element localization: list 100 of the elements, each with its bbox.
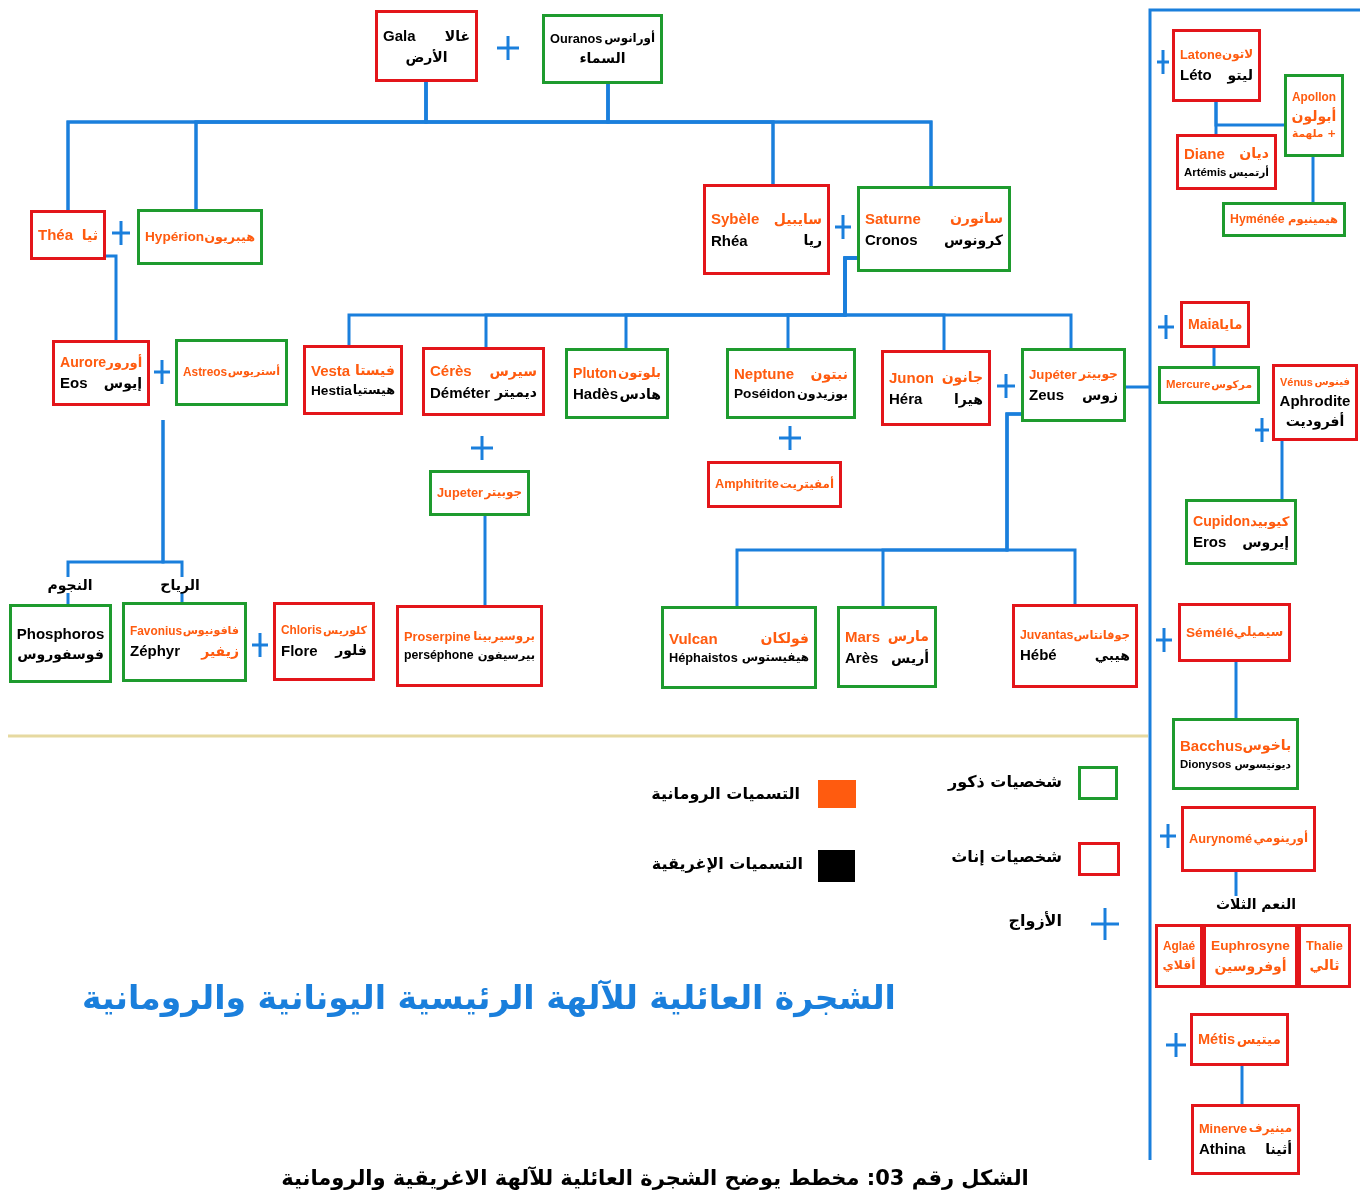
- latin-name: Neptune: [734, 365, 794, 383]
- deity-box: [1178, 603, 1291, 662]
- connector-line: [1311, 157, 1315, 202]
- deity-box: [1272, 364, 1358, 441]
- latin-name: Vulcan: [669, 629, 718, 647]
- latin-name: Maia: [1188, 316, 1220, 333]
- latin-name: Bacchus: [1180, 736, 1243, 755]
- latin-name: Amphitrite: [715, 477, 779, 492]
- arabic-name: كرونوس: [944, 231, 1003, 248]
- arabic-name: ساتورن: [949, 210, 1003, 227]
- arabic-name: جوبيتر: [1079, 367, 1118, 382]
- latin-name: Hadès: [573, 384, 619, 403]
- deity-box: [375, 10, 478, 82]
- arabic-name: نبتون: [810, 365, 848, 382]
- arabic-name: فلور: [335, 642, 367, 659]
- connector-line: [1212, 348, 1216, 366]
- latin-name: Junon: [889, 368, 934, 386]
- arabic-name: زيفير: [201, 642, 239, 659]
- legend-label: شخصيات ذكور: [948, 772, 1062, 791]
- deity-box: [565, 348, 669, 419]
- deity-box: [1158, 366, 1260, 404]
- arabic-name: إيروس: [1242, 534, 1289, 551]
- arabic-name: إيوس: [103, 375, 142, 392]
- connector-line: [1214, 102, 1284, 127]
- latin-name: Chloris: [281, 624, 322, 638]
- arabic-name: سايبيل: [773, 210, 822, 227]
- deity-box: [1190, 1013, 1289, 1066]
- latin-name: Minerve: [1199, 1121, 1248, 1137]
- arabic-name: مركوس: [1211, 378, 1252, 392]
- arabic-name: أفروديت: [1285, 413, 1345, 430]
- connector-line: [1240, 1066, 1244, 1104]
- deity-box: [1176, 134, 1277, 190]
- latin-name: Déméter: [430, 383, 491, 401]
- arabic-name: مارس: [887, 628, 929, 645]
- legend-label: التسميات الرومانية: [651, 784, 800, 803]
- legend-label: شخصيات إناث: [951, 847, 1062, 866]
- arabic-name: أوفروسين: [1214, 957, 1287, 974]
- arabic-name: بيرسيفون: [477, 648, 535, 662]
- arabic-name: أريس: [891, 649, 929, 666]
- arabic-name: ديميتر: [495, 384, 537, 401]
- latin-name: Flore: [281, 641, 318, 659]
- arabic-name: ثالي: [1309, 957, 1340, 974]
- latin-name: Mercure: [1166, 378, 1211, 392]
- arabic-name: جوفانتاس: [1073, 628, 1130, 642]
- deity-box: [1203, 924, 1298, 988]
- deity-box: [122, 602, 247, 682]
- arabic-name: كلوريس: [323, 624, 367, 638]
- deity-box: [396, 605, 543, 687]
- arabic-name: فيستا: [354, 362, 395, 379]
- deity-box: [1284, 74, 1344, 157]
- arabic-name: أقلاي: [1162, 957, 1196, 972]
- deity-box: [1012, 604, 1138, 688]
- latin-name: Artémis: [1184, 166, 1227, 180]
- arabic-name: الأرض: [405, 48, 448, 65]
- latin-name: Cupidon: [1193, 513, 1251, 530]
- deity-box: [542, 14, 663, 84]
- arabic-name: فولكان: [760, 630, 809, 647]
- latin-name: Jupeter: [437, 485, 484, 501]
- latin-name: Apollon: [1291, 90, 1337, 105]
- deity-box: [52, 340, 150, 406]
- arabic-name: أمفيتريت: [779, 477, 834, 492]
- latin-name: Gala: [383, 27, 416, 45]
- arabic-name: هادس: [619, 385, 661, 402]
- latin-name: Eros: [1193, 533, 1227, 551]
- arabic-name: كيوبيد: [1250, 513, 1290, 529]
- arabic-name: السماء: [579, 50, 626, 67]
- latin-name: Cronos: [865, 231, 918, 249]
- connector-line: [1005, 412, 1077, 604]
- latin-name: Rhéa: [711, 231, 748, 249]
- latin-name: Hébé: [1020, 646, 1057, 664]
- deity-box: [1222, 202, 1346, 237]
- latin-name: Arès: [845, 649, 879, 667]
- arabic-name: هيبريون: [204, 229, 255, 245]
- arabic-name: أورور: [106, 354, 143, 370]
- connector-line: [1124, 8, 1362, 1162]
- latin-name: Hestia: [311, 382, 352, 399]
- arabic-name: أورانوس: [604, 32, 655, 46]
- latin-name: Phosphoros: [16, 624, 105, 643]
- latin-name: Théa: [38, 226, 73, 244]
- latin-name: Sémélé: [1186, 624, 1234, 641]
- latin-name: Mars: [845, 627, 881, 645]
- beside-label: النجوم: [45, 577, 95, 593]
- arabic-name: مايا: [1219, 316, 1243, 333]
- latin-name: Jupéter: [1029, 366, 1077, 382]
- arabic-name: ميتيس: [1236, 1031, 1281, 1048]
- deity-box: [1298, 924, 1351, 988]
- deity-box: [703, 184, 830, 275]
- latin-name: Vesta: [311, 361, 351, 379]
- arabic-name: بوزيدون: [796, 386, 848, 402]
- arabic-name: فوسفوروس: [17, 646, 104, 663]
- arabic-name: لاتون: [1222, 48, 1253, 62]
- arabic-name: أستريوس: [227, 366, 280, 379]
- connector-line: [606, 84, 933, 186]
- connector-line: [483, 516, 487, 605]
- latin-name: Aurynomé: [1189, 831, 1253, 847]
- latin-name: perséphone: [404, 648, 474, 663]
- arabic-name: ثيا: [81, 226, 98, 244]
- deity-box: [422, 347, 545, 416]
- deity-box: [303, 345, 403, 415]
- latin-name: Hyménée: [1230, 212, 1285, 227]
